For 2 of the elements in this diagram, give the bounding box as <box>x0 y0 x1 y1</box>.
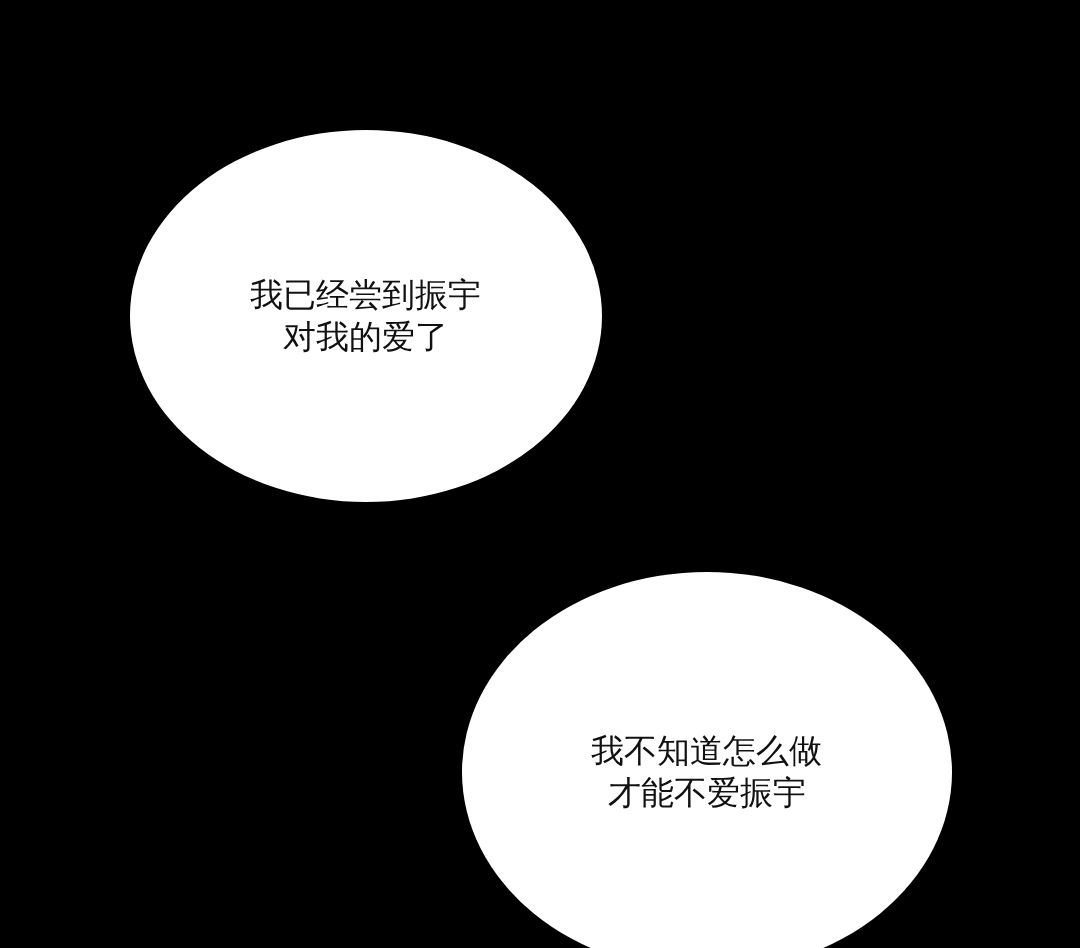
bubble-text: 我不知道怎么做才能不爱振宇 <box>590 730 824 814</box>
bubble-text: 我已经尝到振宇对我的爱了 <box>249 274 483 358</box>
